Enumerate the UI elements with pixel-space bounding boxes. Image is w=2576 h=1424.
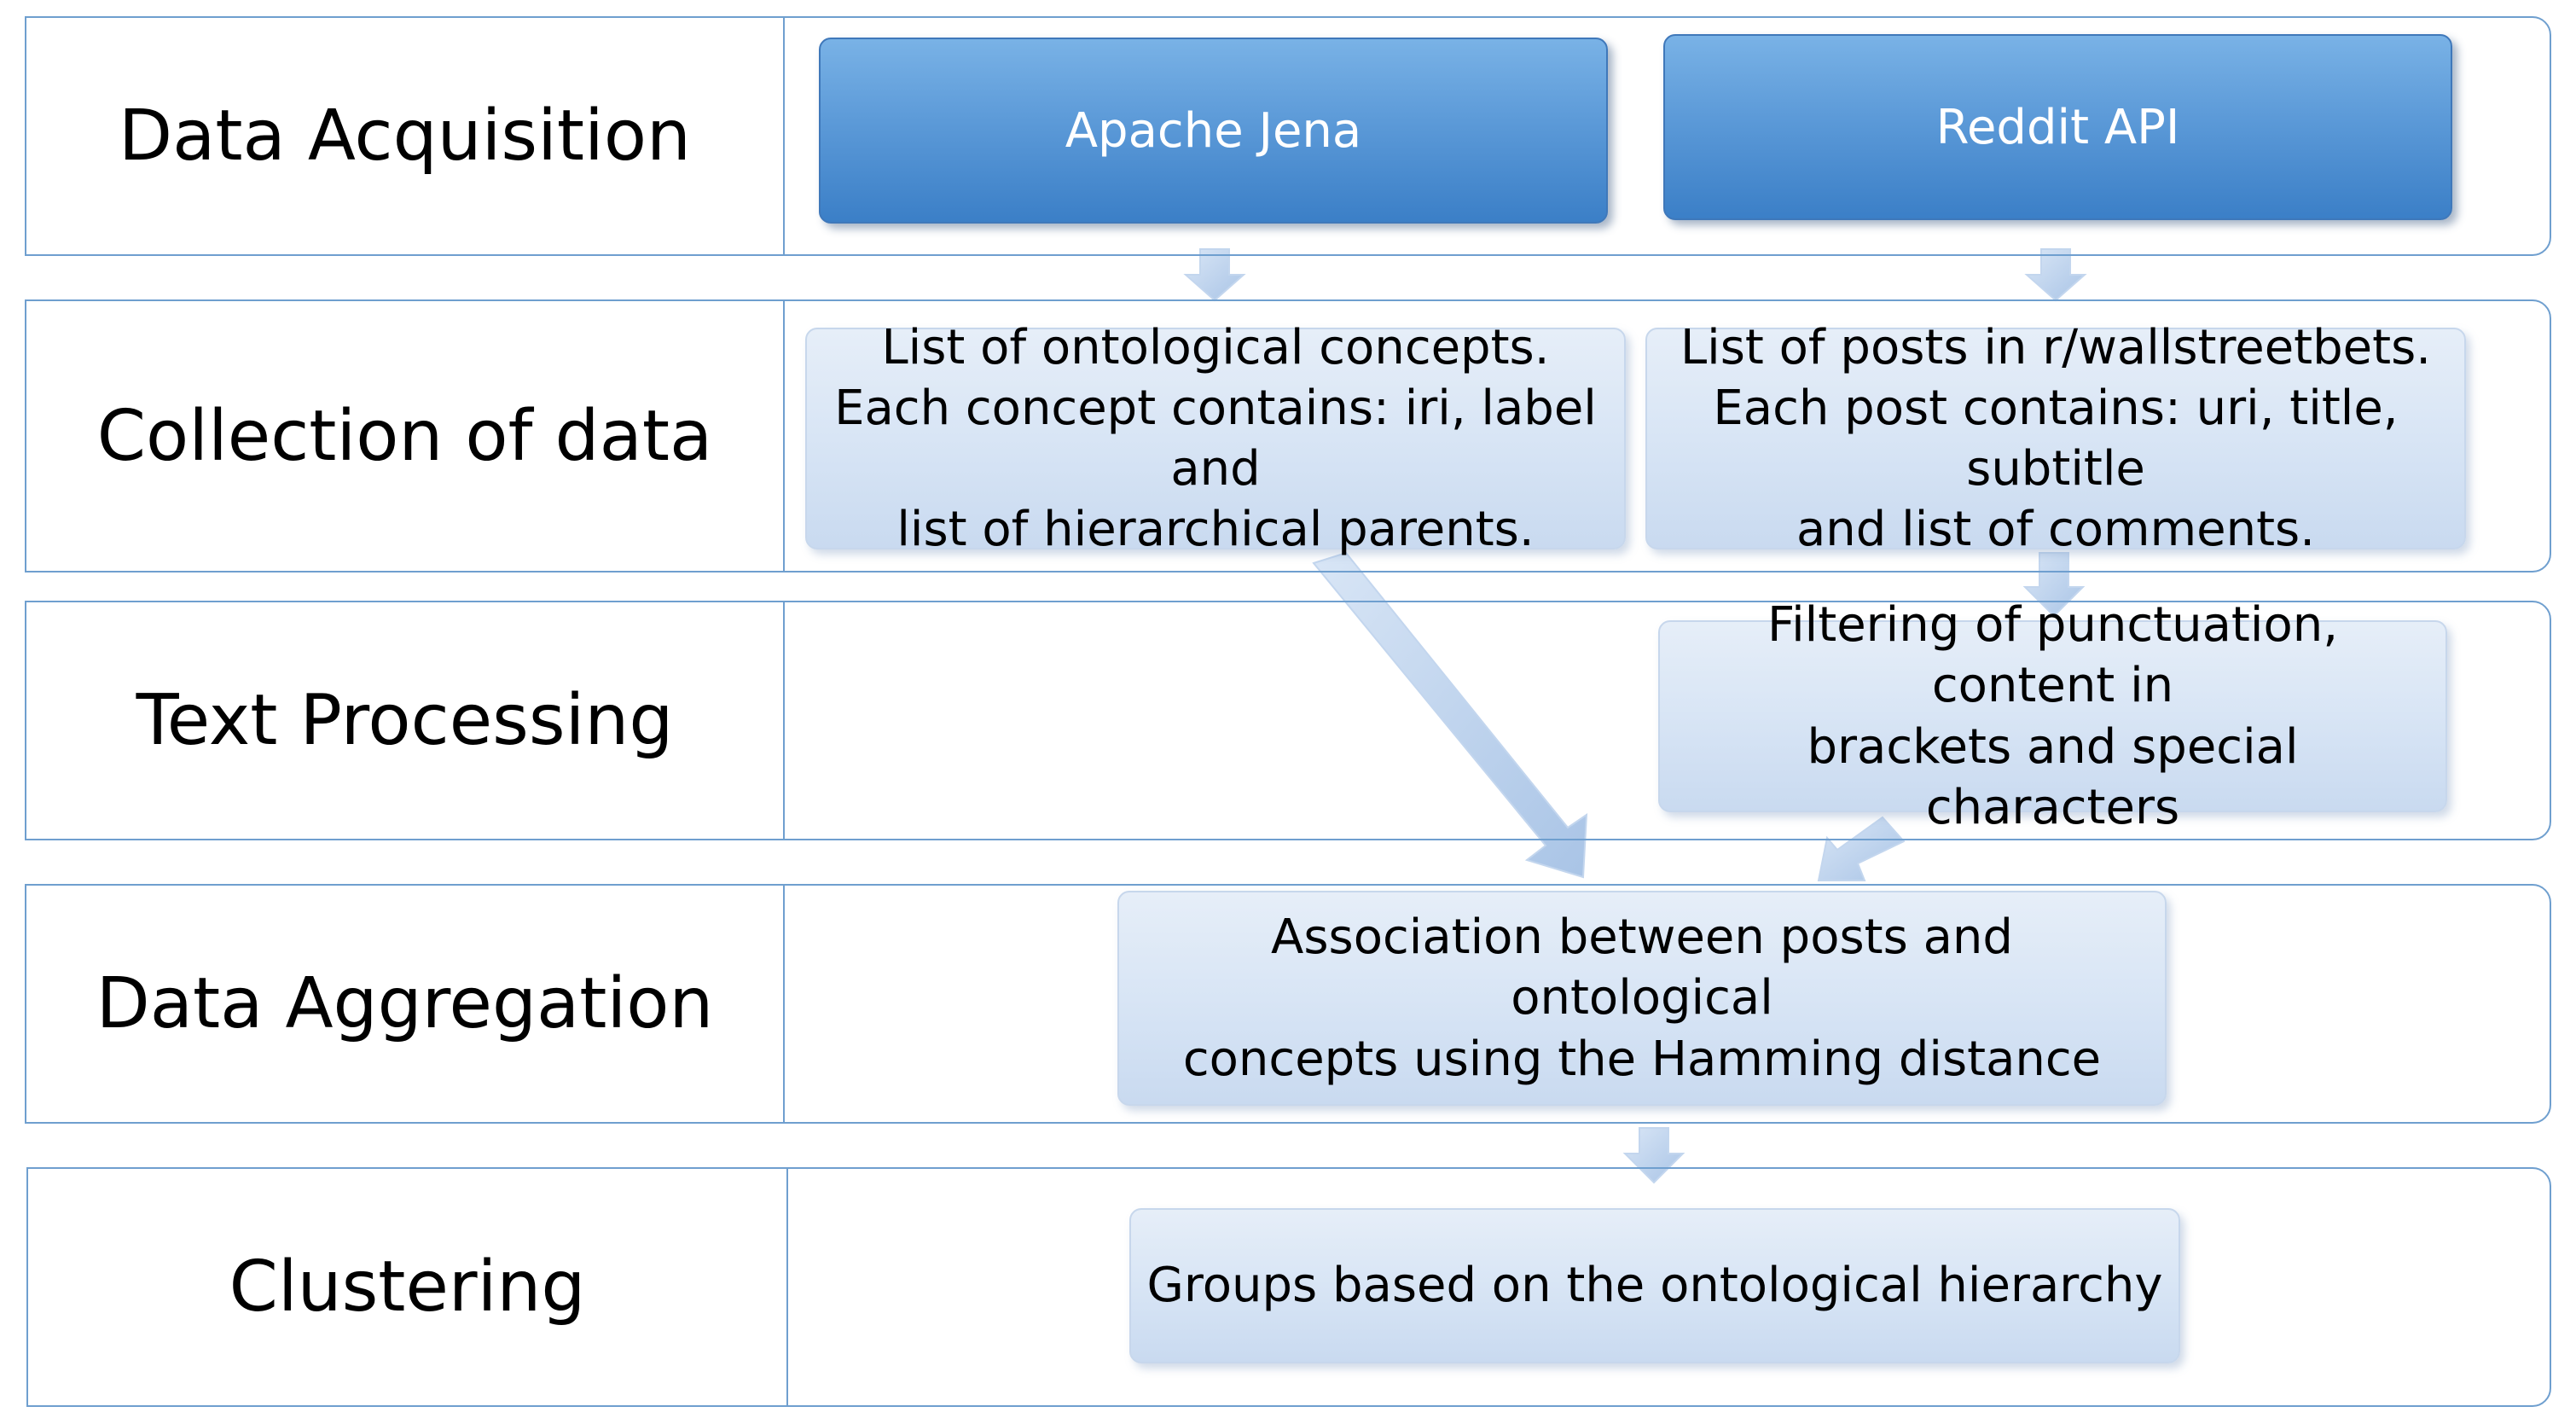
association-box: Association between posts and ontologica… [1117,891,2167,1106]
ontological-concepts-box: List of ontological concepts. Each conce… [805,320,1626,557]
filtering-line-2: brackets and special characters [1807,718,2299,835]
concepts-line-2: Each concept contains: iri, label and [834,380,1597,497]
row-label-data-aggregation: Data Aggregation [26,886,785,1122]
posts-line-3: and list of comments. [1796,502,2315,558]
row-label-clustering: Clustering [28,1169,788,1405]
filtering-box: Filtering of punctuation, content in bra… [1658,597,2447,835]
concepts-line-1: List of ontological concepts. [881,319,1550,375]
association-line-2: concepts using the Hamming distance [1182,1031,2102,1087]
arrow-concepts-to-association [1312,551,1588,879]
arrow-jena-to-concepts [1183,248,1246,302]
row-text-processing: Text Processing [25,601,2551,840]
row-label-text-processing: Text Processing [26,602,785,839]
posts-line-2: Each post contains: uri, title, subtitle [1713,380,2399,497]
row-clustering: Clustering [26,1167,2551,1407]
reddit-posts-box: List of posts in r/wallstreetbets. Each … [1645,320,2466,557]
posts-line-1: List of posts in r/wallstreetbets. [1680,319,2432,375]
row-data-aggregation: Data Aggregation [25,884,2551,1124]
arrow-reddit-to-posts [2024,248,2087,302]
filtering-line-1: Filtering of punctuation, content in [1767,597,2339,714]
concepts-line-3: list of hierarchical parents. [896,502,1535,558]
row-label-collection-of-data: Collection of data [26,301,785,571]
row-collection-of-data: Collection of data [25,299,2551,573]
groups-box: Groups based on the ontological hierarch… [1129,1208,2180,1363]
row-data-acquisition: Data Acquisition [25,16,2551,256]
apache-jena-box: Apache Jena [819,38,1608,224]
row-label-data-acquisition: Data Acquisition [26,18,785,254]
reddit-api-box: Reddit API [1663,34,2452,220]
arrow-filtering-to-association [1817,816,1906,881]
association-line-1: Association between posts and ontologica… [1271,910,2013,1026]
